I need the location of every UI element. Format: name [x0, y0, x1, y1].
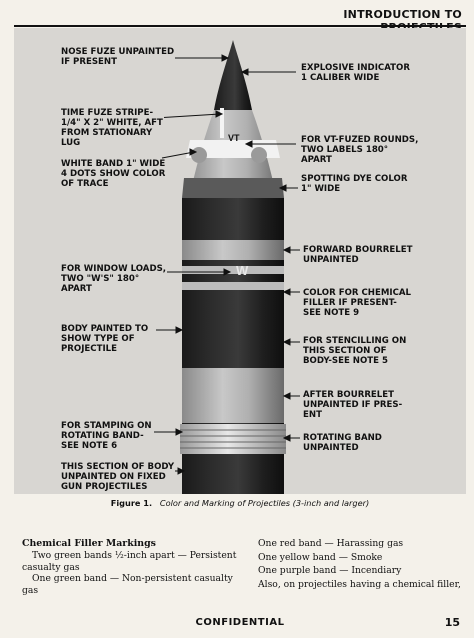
rotating-band	[180, 424, 286, 454]
trace-dot	[251, 147, 267, 163]
spotting-dye-band	[182, 178, 284, 198]
chemical-filler-band	[182, 266, 284, 274]
callout-time-fuze-stripe: TIME FUZE STRIPE- 1/4" X 2" WHITE, AFT F…	[60, 108, 164, 148]
callout-explosive-indicator: EXPLOSIVE INDICATOR 1 CALIBER WIDE	[300, 63, 411, 83]
figure-caption-label: Figure 1.	[110, 498, 153, 508]
forward-bourrelet	[182, 240, 284, 260]
paragraph: One yellow band — Smoke	[258, 551, 383, 563]
window-load-marking: W	[236, 263, 249, 278]
page-number: 15	[444, 616, 460, 629]
paragraph: One green band — Non-persistent casualty…	[22, 573, 233, 596]
left-column: Two green bands ½-inch apart — Persisten…	[22, 550, 244, 596]
callout-stencilling: FOR STENCILLING ON THIS SECTION OF BODY-…	[302, 336, 408, 366]
paragraph: One purple band — Incendiary	[258, 565, 402, 576]
time-fuze-stripe	[220, 108, 224, 138]
callout-window-loads: FOR WINDOW LOADS, TWO "W'S" 180° APART	[60, 264, 168, 294]
chemical-filler-band	[182, 282, 284, 290]
callout-body-painted: BODY PAINTED TO SHOW TYPE OF PROJECTILE	[60, 324, 150, 354]
callout-rotating-band: ROTATING BAND UNPAINTED	[302, 433, 383, 453]
figure-area: W VT	[14, 28, 466, 494]
section-heading: Chemical Filler Markings	[22, 538, 156, 549]
callout-white-band: WHITE BAND 1" WIDE 4 DOTS SHOW COLOR OF …	[60, 159, 167, 189]
paragraph: Two green bands ½-inch apart — Persisten…	[22, 550, 237, 573]
callout-vt-fuzed: FOR VT-FUZED ROUNDS, TWO LABELS 180° APA…	[300, 135, 420, 165]
classification-marking: CONFIDENTIAL	[195, 617, 285, 628]
callout-unpainted-section: THIS SECTION OF BODY UNPAINTED ON FIXED …	[60, 462, 176, 492]
figure-caption: Figure 1. Color and Marking of Projectil…	[14, 498, 466, 508]
right-leader-lines	[240, 68, 300, 442]
projectile-diagram: W VT	[121, 40, 300, 494]
callout-after-bourrelet: AFTER BOURRELET UNPAINTED IF PRES- ENT	[302, 390, 404, 420]
callout-nose-fuze: NOSE FUZE UNPAINTED IF PRESENT	[60, 47, 176, 67]
callout-stamping: FOR STAMPING ON ROTATING BAND- SEE NOTE …	[60, 421, 153, 451]
callout-forward-bourrelet: FORWARD BOURRELET UNPAINTED	[302, 245, 414, 265]
callout-spotting-dye: SPOTTING DYE COLOR 1" WIDE	[300, 174, 409, 194]
projectile-base	[182, 454, 284, 494]
paragraph: One red band — Harassing gas	[258, 538, 404, 549]
paragraph: Also, on projectiles having a chemical f…	[258, 578, 461, 590]
header-rule	[14, 25, 466, 27]
trace-dot	[191, 147, 207, 163]
figure-caption-text: Color and Marking of Projectiles (3-inch…	[159, 498, 370, 508]
callout-chemical-filler: COLOR FOR CHEMICAL FILLER IF PRESENT- SE…	[302, 288, 413, 318]
vt-marking: VT	[228, 133, 240, 143]
lower-body-section	[182, 368, 284, 423]
right-column: One red band — Harassing gas One yellow …	[258, 538, 470, 590]
nose-fuze	[214, 40, 252, 110]
